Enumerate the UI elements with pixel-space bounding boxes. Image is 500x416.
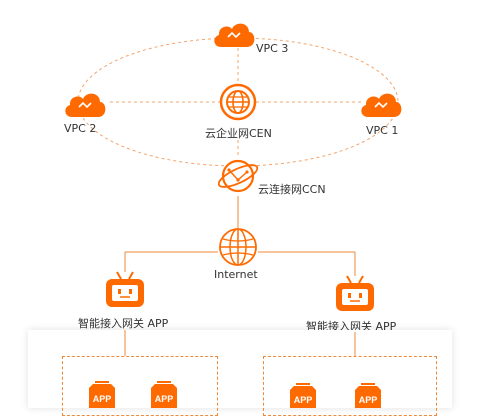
app-icon: APP <box>151 381 177 408</box>
planet-icon <box>218 159 259 193</box>
globe-icon <box>219 228 257 266</box>
vpc1-label: VPC 1 <box>366 124 399 137</box>
app-icon: APP <box>290 383 316 408</box>
cloud-icon <box>65 93 106 117</box>
gateway-robot-icon <box>106 271 144 307</box>
vpc2-label: VPC 2 <box>64 122 97 135</box>
cen-label: 云企业网CEN <box>205 127 272 140</box>
globe-icon <box>219 83 257 121</box>
cloud-icon <box>361 93 402 117</box>
vpc3-label: VPC 3 <box>256 42 289 55</box>
app-badge-text: APP <box>155 394 174 404</box>
app-badge-text: APP <box>294 395 313 405</box>
app-badge-text: APP <box>359 395 378 405</box>
gateway-left-label: 智能接入网关 APP <box>78 317 169 330</box>
app-icon: APP <box>89 381 115 408</box>
app-badge-text: APP <box>93 394 112 404</box>
gateway-robot-icon <box>336 275 374 311</box>
cloud-icon <box>214 23 255 47</box>
app-icon: APP <box>355 383 381 408</box>
internet-label: Internet <box>214 268 258 281</box>
ccn-label: 云连接网CCN <box>258 183 326 196</box>
gateway-right-label: 智能接入网关 APP <box>306 320 397 333</box>
